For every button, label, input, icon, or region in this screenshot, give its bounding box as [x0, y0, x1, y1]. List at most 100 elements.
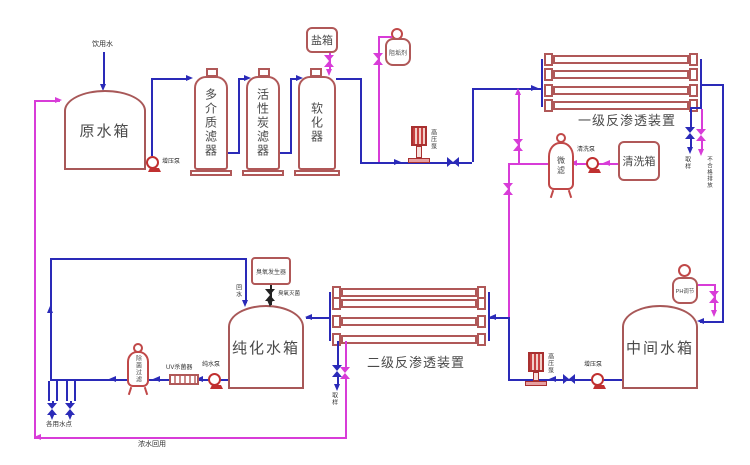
- pipe: [701, 109, 703, 129]
- softener-label: 软化器: [309, 102, 324, 144]
- final-filter-leg: [127, 386, 133, 396]
- valve-icon: [373, 53, 383, 65]
- pipe: [336, 78, 360, 80]
- valve-icon: [503, 183, 513, 195]
- intermediate-pump-label: 增压泵: [584, 362, 603, 368]
- flow-arrow-icon: [394, 159, 401, 165]
- flow-arrow-icon: [153, 376, 160, 382]
- flow-arrow-icon: [711, 310, 717, 317]
- pipe: [56, 381, 58, 401]
- flow-arrow-icon: [67, 413, 73, 420]
- pipe: [508, 163, 510, 317]
- ro2-end-cap: [477, 297, 486, 310]
- ro2-unit-label: 二级反渗透装置: [367, 355, 466, 370]
- cleaning-tank-label: 清洗箱: [622, 156, 656, 168]
- return-water-label: 回水: [234, 284, 241, 298]
- pipe: [518, 92, 520, 163]
- purified-water-tank-label: 纯化水箱: [231, 340, 300, 357]
- ozone-generator: 臭氧发生器: [251, 257, 291, 285]
- pipe: [722, 84, 724, 321]
- valve-icon: [685, 127, 695, 139]
- flow-arrow-icon: [49, 413, 55, 420]
- ro2-end-cap: [332, 315, 341, 328]
- pipe: [74, 381, 76, 401]
- flow-arrow-icon: [267, 300, 273, 307]
- pipe: [238, 78, 246, 80]
- ro1-membrane-tube: [553, 55, 689, 64]
- flow-arrow-icon: [326, 69, 332, 76]
- ro1-reject-label: 不合格排放: [706, 156, 713, 189]
- valve-icon: [340, 367, 350, 379]
- pipe: [50, 258, 245, 260]
- cleaning-pump-icon: [586, 157, 601, 173]
- pipe: [690, 109, 692, 127]
- pipe: [34, 100, 36, 437]
- carbon-filter: 活性炭滤器: [246, 76, 280, 170]
- pipe: [700, 321, 724, 323]
- intermediate-pump-icon: [591, 373, 606, 389]
- ro1-end-cap: [689, 84, 698, 97]
- flow-arrow-icon: [305, 314, 312, 320]
- flow-arrow-icon: [55, 97, 62, 103]
- pipe: [290, 78, 298, 80]
- flow-arrow-icon: [603, 160, 610, 166]
- flow-arrow-icon: [242, 300, 248, 307]
- ph-dosing-tank: PH调节: [672, 277, 698, 304]
- pipe: [66, 381, 68, 401]
- valve-icon: [447, 157, 459, 167]
- ro1-unit-label: 一级反渗透装置: [578, 113, 677, 128]
- salt-tank: 盐箱: [306, 27, 338, 53]
- pipe: [508, 317, 510, 379]
- hp-pump2-column: [533, 372, 539, 381]
- ro2-end-cap: [332, 297, 341, 310]
- pipe: [280, 152, 292, 154]
- ph-dosing-label: PH调节: [675, 288, 695, 295]
- carbon-filter-base: [242, 170, 284, 176]
- antiscalant-tank: 阻垢剂: [385, 38, 411, 66]
- hp-pump1-icon: [411, 126, 427, 146]
- pipe: [690, 107, 702, 109]
- pipe: [700, 84, 724, 86]
- hp-pump1-column: [416, 146, 422, 158]
- hp-pump2-label: 高压泵: [546, 353, 553, 374]
- multimedia-filter-base: [190, 170, 232, 176]
- ro2-membrane-tube: [341, 288, 477, 297]
- concentrate-reuse-label: 浓水回用: [138, 441, 166, 448]
- flow-arrow-icon: [186, 75, 193, 81]
- cleaning-pump-label: 清洗泵: [577, 147, 596, 153]
- salt-tank-label: 盐箱: [311, 35, 333, 47]
- ro2-sample-label: 取样: [330, 392, 337, 406]
- ro1-end-cap: [544, 68, 553, 81]
- hp-pump2-base: [525, 381, 547, 386]
- pure-water-pump-icon: [208, 373, 223, 389]
- pipe: [48, 381, 50, 401]
- final-filter-leg: [143, 386, 149, 396]
- cleaning-filter-leg: [549, 189, 555, 199]
- cleaning-filter-leg: [567, 189, 573, 199]
- valve-icon: [563, 374, 575, 384]
- flow-arrow-icon: [109, 376, 116, 382]
- pipe: [345, 341, 347, 367]
- flow-arrow-icon: [698, 149, 704, 156]
- ro1-end-cap: [689, 53, 698, 66]
- valve-icon: [696, 129, 706, 141]
- final-filter: 除菌过滤: [127, 351, 149, 387]
- pipe: [360, 162, 472, 164]
- flow-arrow-icon: [687, 147, 693, 154]
- hp-pump1-base: [408, 158, 430, 163]
- raw-water-tank-label: 原水箱: [79, 123, 131, 140]
- ph-dosing-agitator-icon: [678, 264, 691, 277]
- pipe: [701, 141, 703, 150]
- pipe: [103, 52, 105, 86]
- pipe: [228, 152, 240, 154]
- valve-icon: [513, 139, 523, 151]
- pipe: [245, 258, 247, 303]
- ro2-end-cap: [477, 333, 486, 346]
- ro1-end-cap: [544, 53, 553, 66]
- flow-arrow-icon: [34, 434, 41, 440]
- raw-pump-icon: [146, 156, 161, 172]
- ro1-end-cap: [689, 68, 698, 81]
- ro2-end-cap: [477, 315, 486, 328]
- pipe: [472, 88, 541, 90]
- ro1-membrane-tube: [553, 86, 689, 95]
